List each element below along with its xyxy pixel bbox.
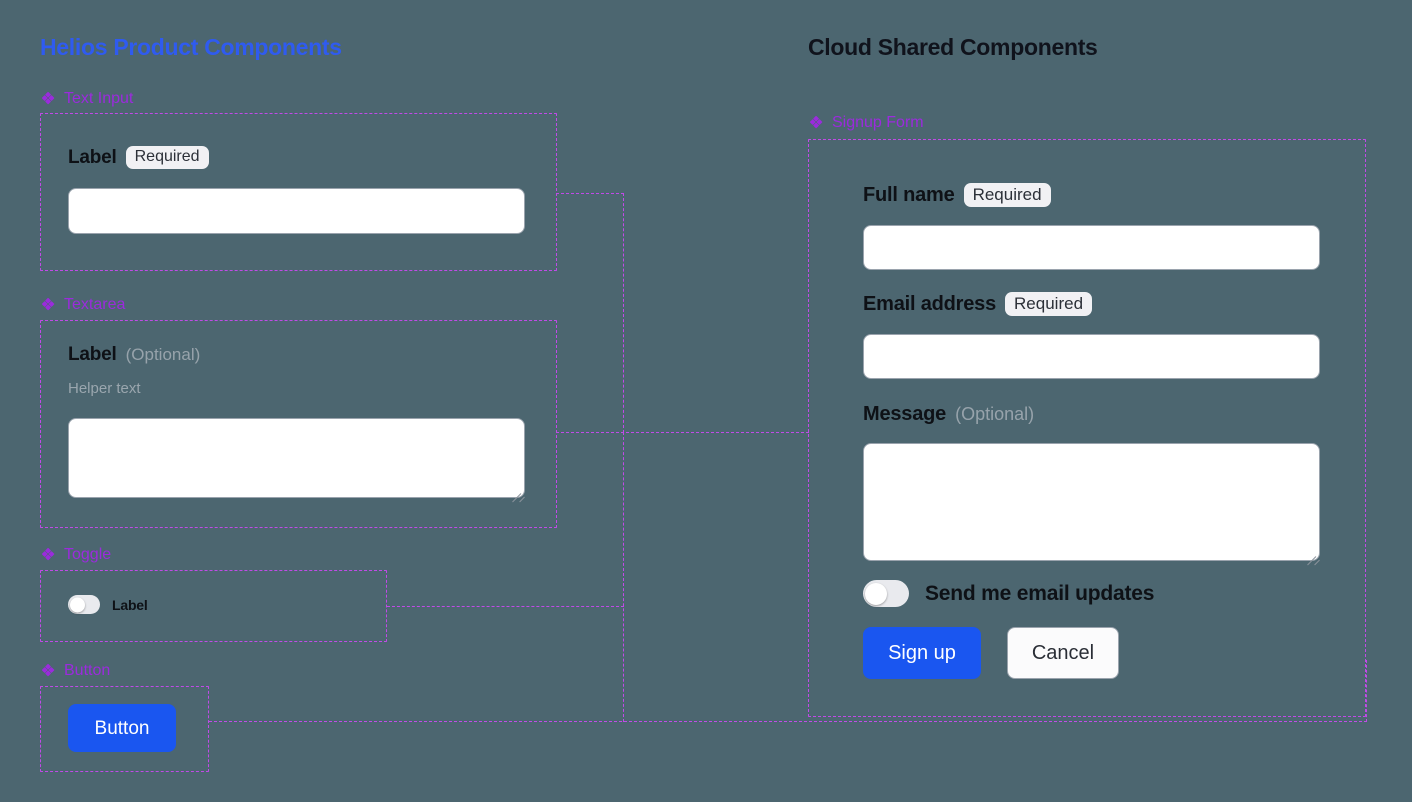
message-label-row: Message (Optional): [863, 403, 1034, 426]
section-caption-label: Button: [64, 662, 111, 679]
textarea-field[interactable]: [68, 418, 525, 498]
toggle-knob: [865, 582, 887, 605]
email-label-row: Email address Required: [863, 292, 1093, 316]
full-name-label-row: Full name Required: [863, 183, 1051, 207]
full-name-input[interactable]: [863, 225, 1320, 270]
required-badge: Required: [1005, 292, 1093, 316]
component-box-signup-form: [808, 139, 1366, 717]
connector-toggle-horizontal: [387, 606, 624, 607]
section-caption-signup-form: Signup Form: [810, 114, 924, 132]
diamond-icon: [42, 547, 57, 563]
connector-text-input-horizontal: [556, 193, 624, 194]
component-box-text-input: [40, 113, 557, 271]
section-caption-label: Signup Form: [832, 114, 924, 131]
section-caption-label: Text Input: [64, 90, 134, 107]
toggle-knob: [70, 597, 85, 612]
diamond-icon: [42, 663, 57, 679]
cancel-button[interactable]: Cancel: [1007, 627, 1119, 679]
connector-button-vertical: [1366, 660, 1367, 722]
section-caption-toggle: Toggle: [42, 546, 111, 564]
email-label: Email address: [863, 292, 997, 315]
connector-textarea-horizontal: [556, 432, 809, 433]
text-input-label-row: Label Required: [68, 146, 209, 169]
connector-toggle-vertical: [623, 432, 624, 722]
email-input[interactable]: [863, 334, 1320, 379]
textarea-label-row: Label (Optional): [68, 344, 200, 366]
toggle-label: Label: [112, 596, 148, 613]
textarea-optional-tag: (Optional): [125, 345, 201, 364]
section-caption-label: Toggle: [64, 546, 112, 563]
connector-text-input-vertical: [623, 193, 624, 433]
message-textarea[interactable]: [863, 443, 1320, 561]
demo-button[interactable]: Button: [68, 704, 176, 752]
text-input-field[interactable]: [68, 188, 525, 234]
text-input-label: Label: [68, 146, 117, 168]
component-box-button: [40, 686, 209, 772]
toggle-switch[interactable]: [68, 595, 100, 614]
message-optional-tag: (Optional): [955, 404, 1035, 424]
right-column-title: Cloud Shared Components: [808, 34, 1098, 60]
email-updates-switch[interactable]: [863, 580, 909, 607]
section-caption-label: Textarea: [64, 296, 126, 313]
email-updates-toggle-row[interactable]: Send me email updates: [863, 580, 1154, 607]
component-box-textarea: [40, 320, 557, 528]
section-caption-textarea: Textarea: [42, 296, 125, 314]
diamond-icon: [42, 91, 57, 107]
diamond-icon: [42, 297, 57, 313]
email-updates-label: Send me email updates: [925, 581, 1155, 605]
textarea-label: Label: [68, 344, 117, 365]
section-caption-text-input: Text Input: [42, 90, 133, 108]
section-caption-button: Button: [42, 662, 110, 680]
message-label: Message: [863, 403, 947, 425]
required-badge: Required: [963, 183, 1051, 207]
textarea-helper-text: Helper text: [68, 380, 141, 397]
diamond-icon: [810, 115, 825, 131]
full-name-label: Full name: [863, 183, 955, 206]
sign-up-button[interactable]: Sign up: [863, 627, 981, 679]
required-badge: Required: [125, 146, 209, 169]
connector-button-horizontal: [209, 721, 1367, 722]
component-box-toggle: [40, 570, 387, 642]
left-column-title: Helios Product Components: [40, 34, 342, 60]
toggle-row[interactable]: Label: [68, 595, 148, 614]
